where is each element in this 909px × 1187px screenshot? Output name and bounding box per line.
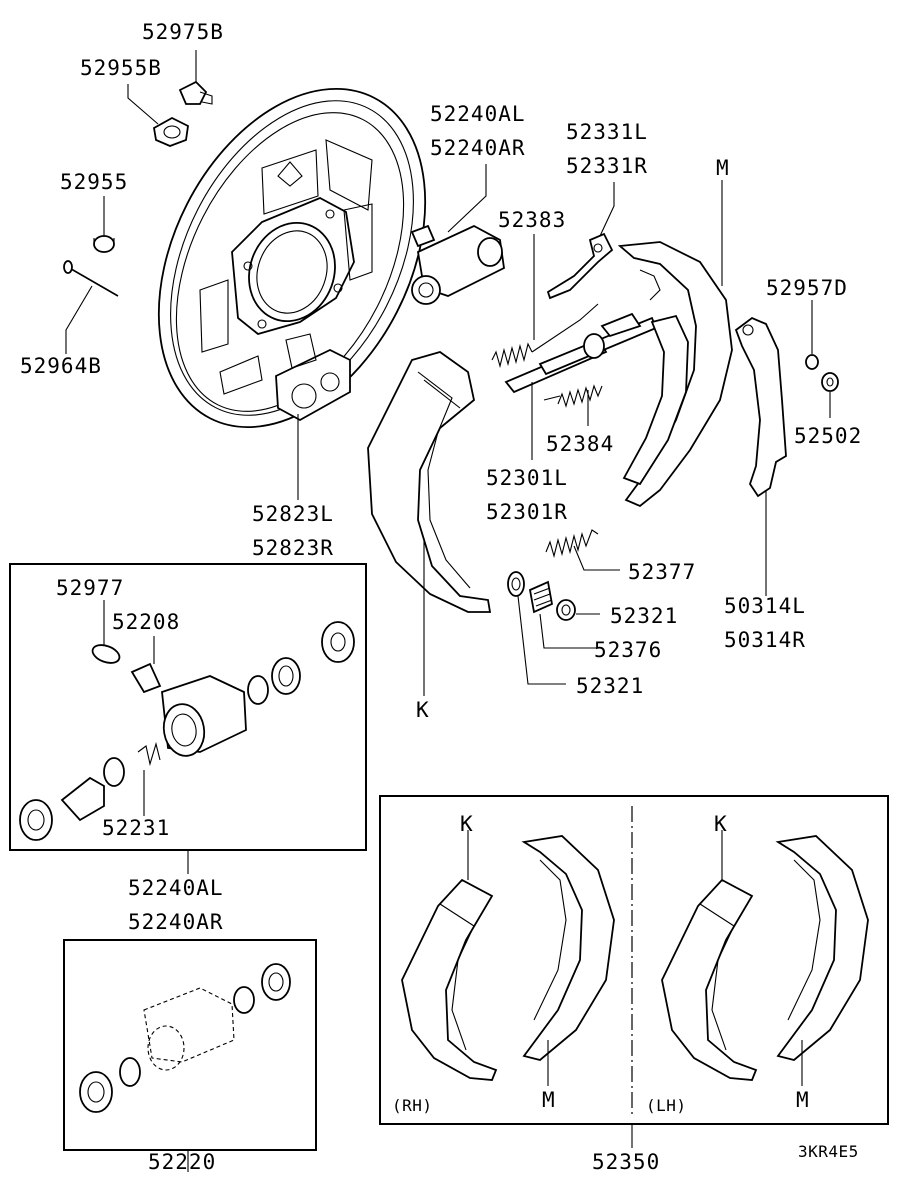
part-label-50314l: 50314L xyxy=(724,594,806,618)
side-label-rh: (RH) xyxy=(392,1096,433,1115)
brake-shoe-k xyxy=(367,351,492,613)
side-label-lh: (LH) xyxy=(646,1096,687,1115)
part-label-52208: 52208 xyxy=(112,610,181,634)
pin xyxy=(63,260,119,297)
spring-52376 xyxy=(528,580,554,614)
adjuster-lever xyxy=(546,232,614,300)
part-label-52384: 52384 xyxy=(546,432,615,456)
part-label-50314r: 50314R xyxy=(724,628,806,652)
part-label-52964b: 52964B xyxy=(20,354,102,378)
part-label-52301l: 52301L xyxy=(486,466,568,490)
part-label-52955: 52955 xyxy=(60,170,129,194)
leader-lines-main xyxy=(65,50,831,696)
part-label-52321-upper: 52321 xyxy=(610,604,679,628)
plug xyxy=(93,235,115,253)
part-label-52376: 52376 xyxy=(594,638,663,662)
part-label-52975b: 52975B xyxy=(142,20,224,44)
adjuster-strut xyxy=(504,312,658,394)
part-label-k-main: K xyxy=(416,698,430,722)
part-label-52301r: 52301R xyxy=(486,500,568,524)
backing-plate xyxy=(157,88,427,428)
wheel-cylinder xyxy=(410,224,505,305)
part-label-m-rh: M xyxy=(542,1088,556,1112)
part-label-52240al-kit: 52240AL xyxy=(128,876,224,900)
part-label-52955b: 52955B xyxy=(80,56,162,80)
cup-52321-left xyxy=(507,571,525,597)
part-label-52502: 52502 xyxy=(794,424,863,448)
washer-52502 xyxy=(821,372,839,392)
part-label-52823l: 52823L xyxy=(252,502,334,526)
part-label-m-lh: M xyxy=(796,1088,810,1112)
part-label-52231: 52231 xyxy=(102,816,171,840)
part-label-52383: 52383 xyxy=(498,208,567,232)
part-label-k-lh: K xyxy=(714,812,728,836)
cup-52321-right xyxy=(556,599,576,621)
cylinder-detail-parts xyxy=(19,600,355,874)
part-label-52350: 52350 xyxy=(592,1150,661,1174)
part-label-52823r: 52823R xyxy=(252,536,334,560)
kit-52220-parts xyxy=(79,963,291,1172)
brake-shoe-m xyxy=(617,241,733,508)
part-label-52220: 52220 xyxy=(148,1150,217,1174)
part-label-52377: 52377 xyxy=(628,560,697,584)
part-label-52331l: 52331L xyxy=(566,120,648,144)
spring-52384 xyxy=(543,384,603,408)
spring-52377 xyxy=(545,529,599,559)
washer-52957d xyxy=(805,354,819,370)
part-label-52331r: 52331R xyxy=(566,154,648,178)
part-label-52977: 52977 xyxy=(56,576,125,600)
part-label-52240ar: 52240AR xyxy=(430,136,526,160)
part-label-52321-lower: 52321 xyxy=(576,674,645,698)
shoe-set-lh xyxy=(661,830,869,1086)
spring-52383 xyxy=(491,303,599,369)
diagram-code: 3KR4E5 xyxy=(798,1142,859,1161)
part-label-52240al: 52240AL xyxy=(430,102,526,126)
part-label-k-rh: K xyxy=(460,812,474,836)
bleeder-screw xyxy=(178,80,213,105)
shoe-set-rh xyxy=(401,830,615,1086)
part-label-m-top: M xyxy=(716,156,730,180)
shoe-set-52350-box xyxy=(379,795,889,1125)
part-label-52240ar-kit: 52240AR xyxy=(128,910,224,934)
kit-52220-box xyxy=(63,939,317,1151)
part-label-52957d: 52957D xyxy=(766,276,848,300)
bleeder-cap xyxy=(153,116,189,147)
parking-lever xyxy=(734,316,787,498)
